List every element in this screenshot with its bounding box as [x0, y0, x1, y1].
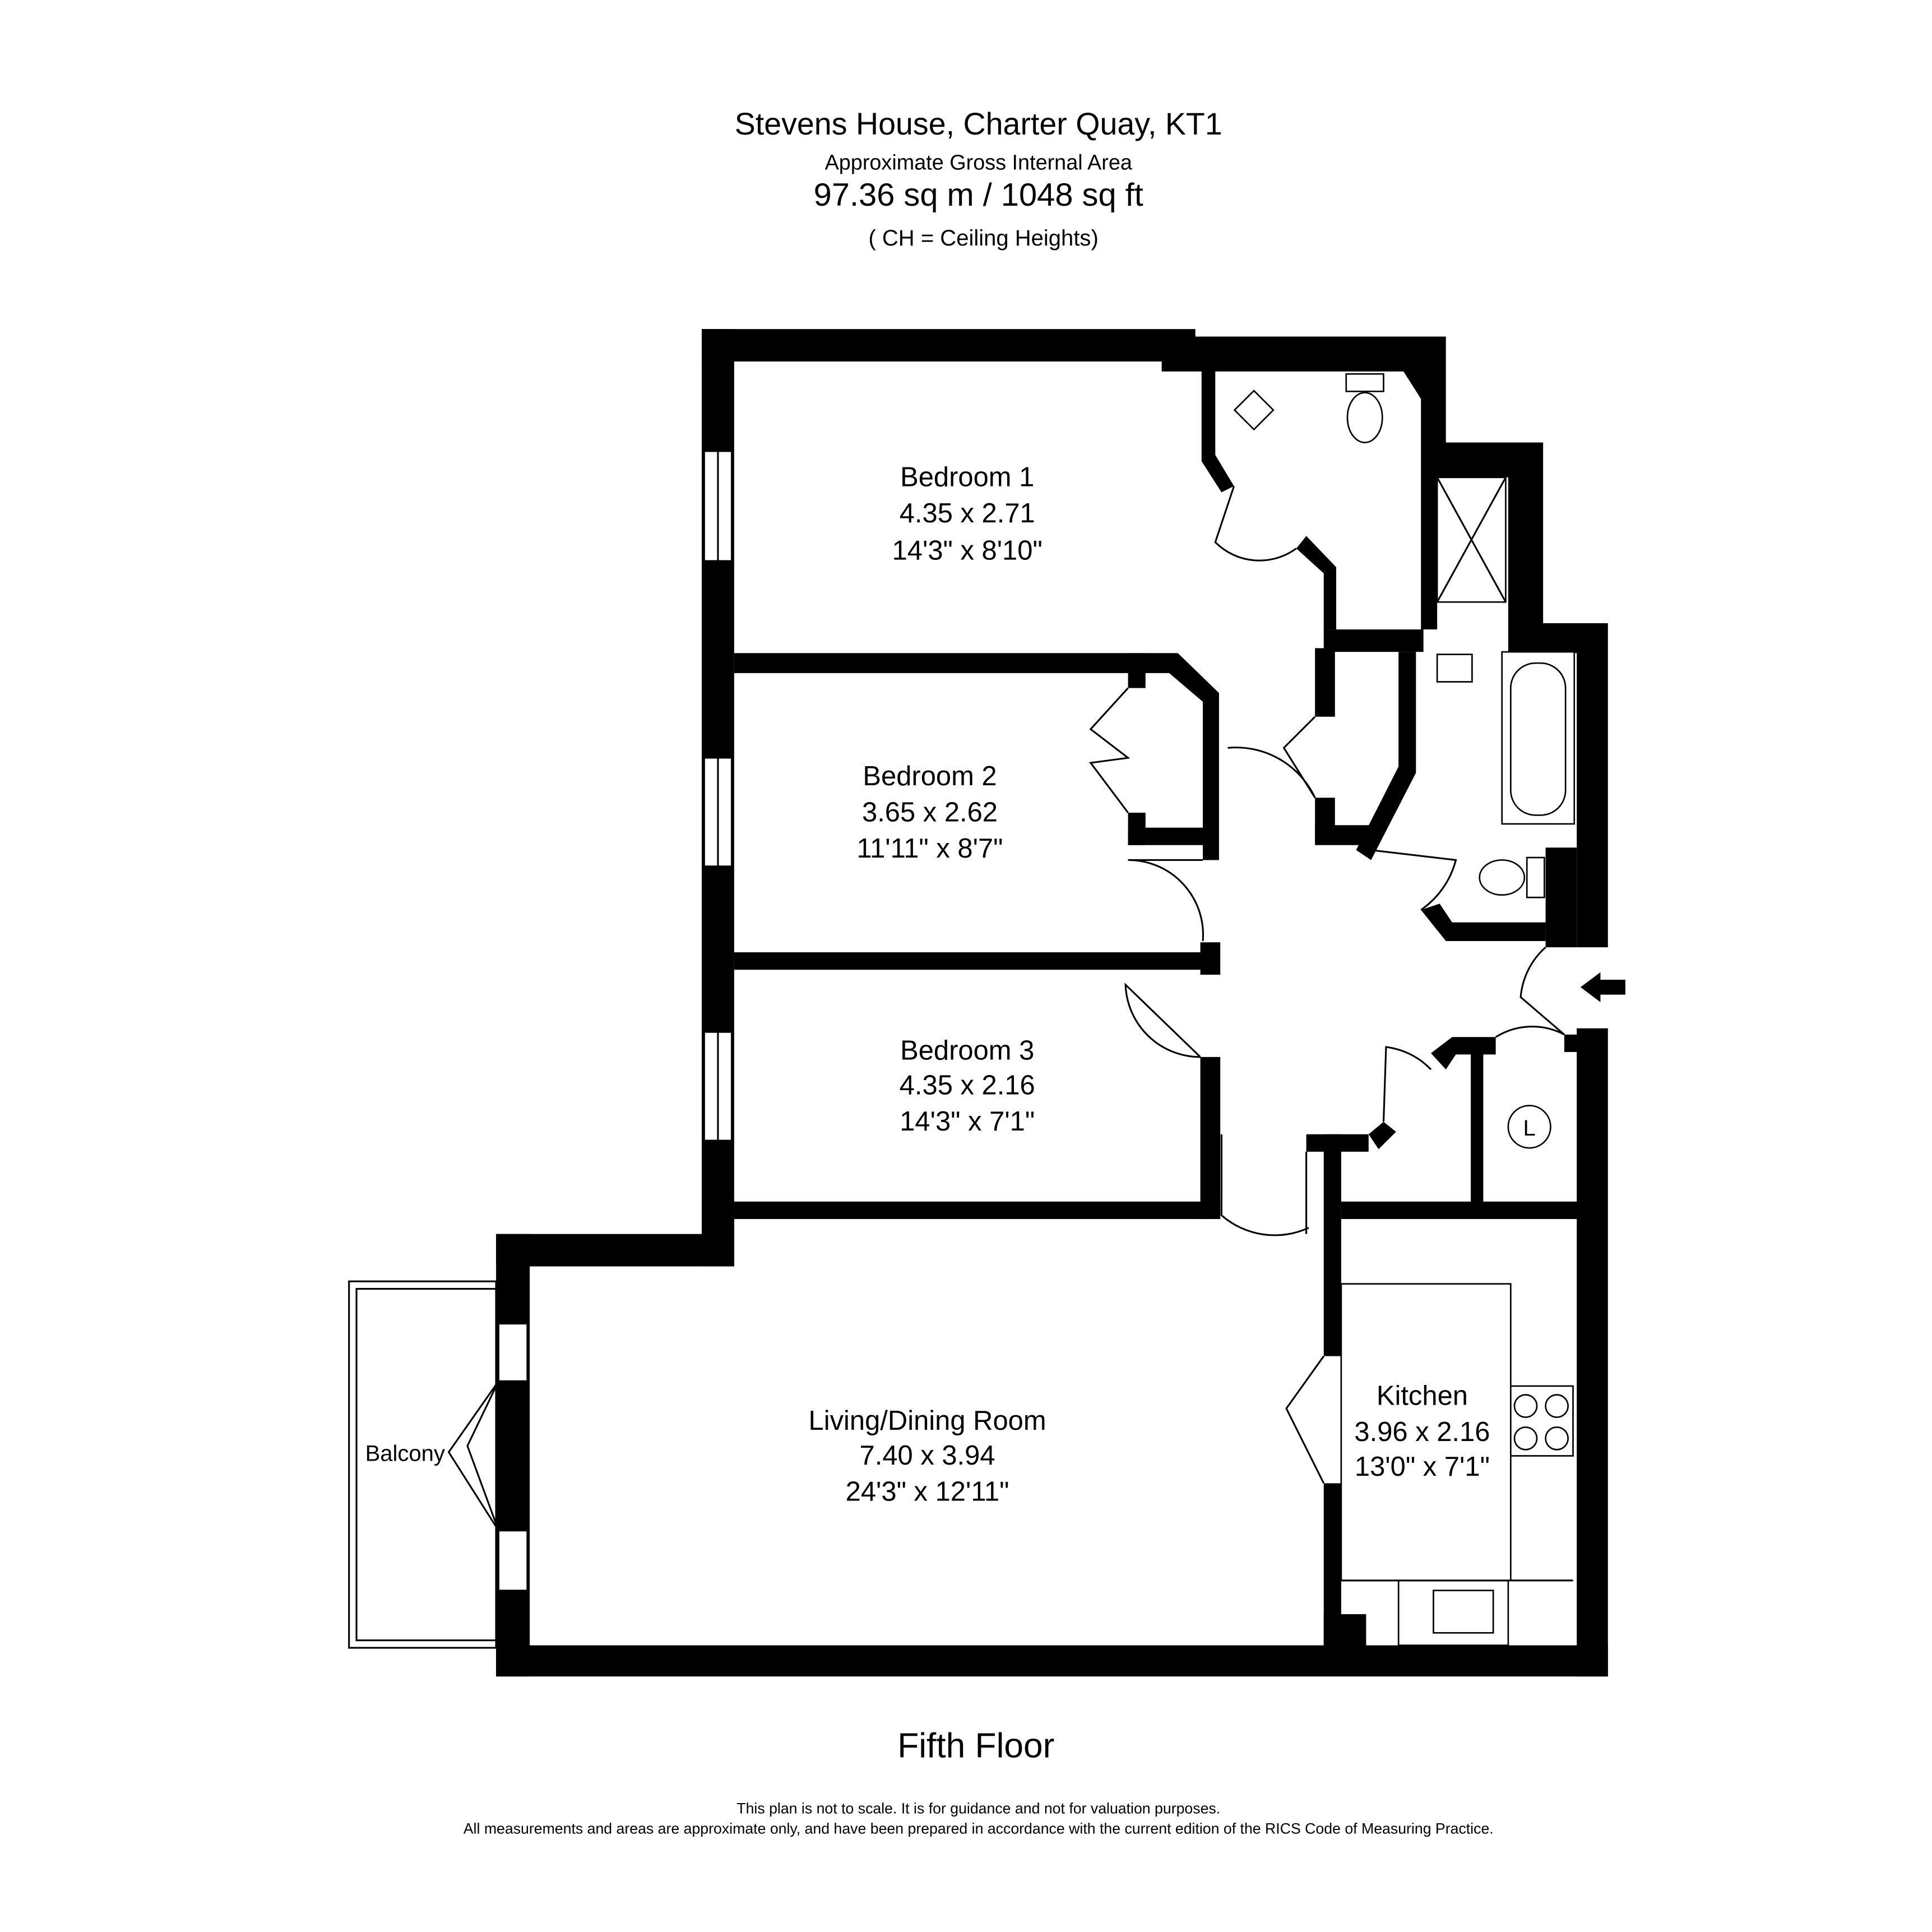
cupboard-marker [1507, 1105, 1551, 1149]
room-bedroom-2: Bedroom 2 3.65 x 2.62 11'11" x 8'7" [857, 761, 1003, 864]
svg-text:7.40 x 3.94: 7.40 x 3.94 [860, 1440, 995, 1471]
svg-text:Bedroom 3: Bedroom 3 [900, 1035, 1034, 1065]
plan-note: ( CH = Ceiling Heights) [868, 226, 1098, 251]
svg-text:24'3" x 12'11": 24'3" x 12'11" [846, 1477, 1009, 1507]
room-bedroom-3: Bedroom 3 4.35 x 2.16 14'3" x 7'1" [900, 1035, 1035, 1137]
svg-text:14'3" x 8'10": 14'3" x 8'10" [892, 536, 1043, 566]
door-swings [1089, 485, 1565, 1484]
svg-text:4.35 x 2.71: 4.35 x 2.71 [900, 498, 1035, 529]
plan-subtitle: Approximate Gross Internal Area [825, 151, 1133, 174]
balcony-door [447, 1380, 499, 1531]
svg-text:13'0" x 7'1": 13'0" x 7'1" [1355, 1452, 1490, 1482]
balcony-label: Balcony [365, 1441, 445, 1466]
plan-area: 97.36 sq m / 1048 sq ft [814, 177, 1143, 213]
svg-text:Bedroom 1: Bedroom 1 [900, 462, 1034, 492]
footer-line-1: This plan is not to scale. It is for gui… [736, 1800, 1220, 1817]
svg-text:Living/Dining Room: Living/Dining Room [809, 1406, 1046, 1436]
fixtures [1233, 373, 1576, 1646]
svg-text:3.96 x 2.16: 3.96 x 2.16 [1354, 1417, 1490, 1447]
svg-text:4.35 x 2.16: 4.35 x 2.16 [900, 1071, 1035, 1101]
cupboard-label: L [1523, 1116, 1536, 1141]
window [498, 1530, 529, 1591]
svg-text:14'3" x 7'1": 14'3" x 7'1" [900, 1106, 1035, 1137]
plan-title: Stevens House, Charter Quay, KT1 [735, 106, 1222, 141]
svg-text:11'11" x 8'7": 11'11" x 8'7" [857, 833, 1003, 864]
window [498, 1323, 529, 1382]
room-kitchen: Kitchen 3.96 x 2.16 13'0" x 7'1" [1354, 1380, 1490, 1482]
svg-text:Bedroom 2: Bedroom 2 [863, 761, 997, 791]
room-living-dining: Living/Dining Room 7.40 x 3.94 24'3" x 1… [809, 1406, 1046, 1507]
entrance-arrow-icon [1580, 972, 1625, 1002]
walls [496, 329, 1608, 1677]
room-bedroom-1: Bedroom 1 4.35 x 2.71 14'3" x 8'10" [892, 462, 1043, 566]
svg-text:3.65 x 2.62: 3.65 x 2.62 [862, 798, 998, 828]
svg-text:Kitchen: Kitchen [1377, 1380, 1468, 1411]
floor-label: Fifth Floor [897, 1727, 1054, 1766]
footer-line-2: All measurements and areas are approxima… [464, 1820, 1494, 1837]
